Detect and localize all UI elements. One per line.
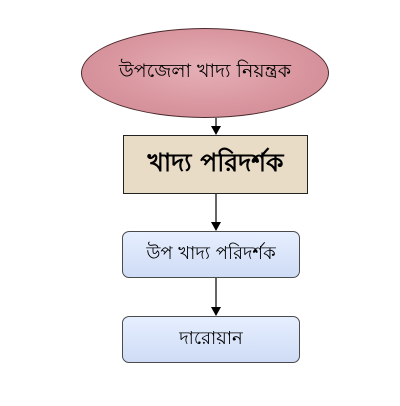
- node-food-inspector: খাদ্য পরিদর্শক: [123, 135, 308, 194]
- node-guard: দারোয়ান: [122, 316, 300, 363]
- node-label: দারোয়ান: [179, 328, 243, 349]
- node-label: উপজেলা খাদ্য নিয়ন্ত্রক: [118, 60, 291, 82]
- node-sub-food-inspector: উপ খাদ্য পরিদর্শক: [122, 231, 300, 278]
- node-label: খাদ্য পরিদর্শক: [147, 148, 284, 177]
- node-label: উপ খাদ্য পরিদর্শক: [146, 243, 276, 264]
- node-upazila-food-controller: উপজেলা খাদ্য নিয়ন্ত্রক: [81, 28, 329, 118]
